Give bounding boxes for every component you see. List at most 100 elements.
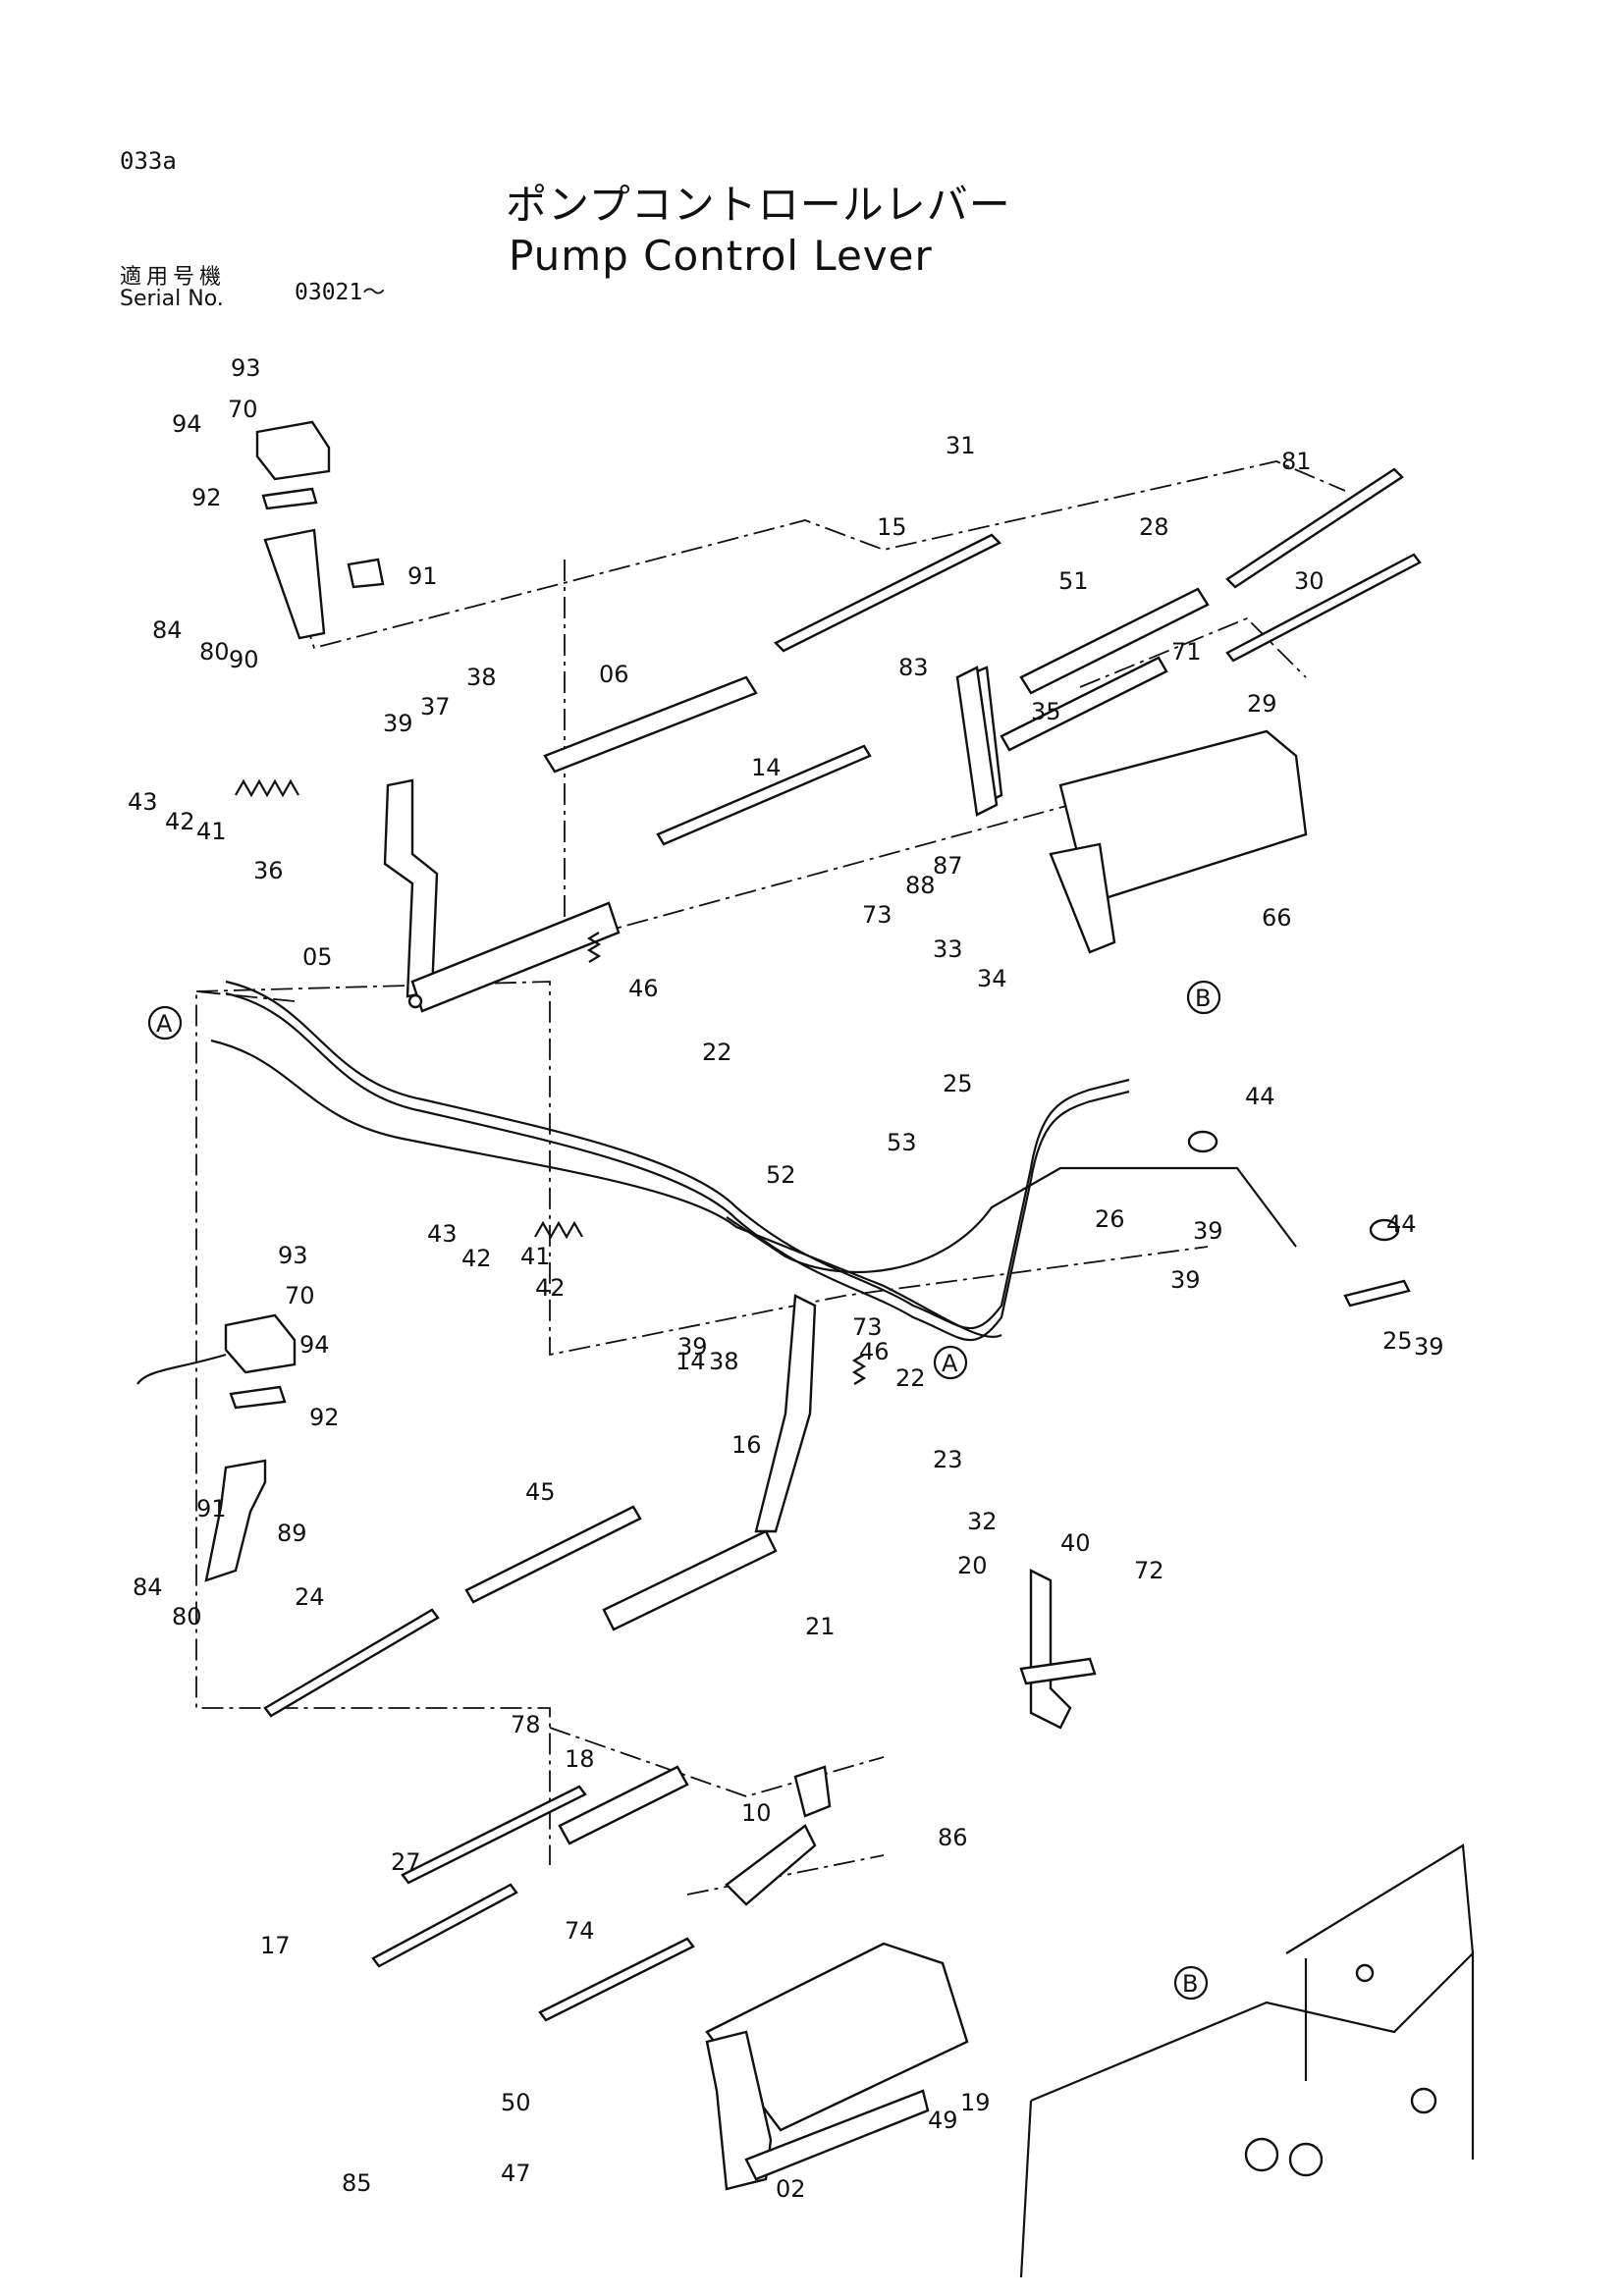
part-label: 89: [277, 1520, 307, 1547]
part-label: 38: [709, 1348, 739, 1375]
part-label: 93: [278, 1242, 308, 1269]
part-label: 39: [1414, 1333, 1444, 1361]
serial-label-japanese: 適用号機: [120, 265, 227, 290]
part-label: 86: [938, 1824, 968, 1851]
part-label: 81: [1281, 448, 1312, 475]
part-label: 29: [1247, 690, 1277, 718]
part-label: 26: [1095, 1205, 1125, 1233]
part-label: 32: [967, 1508, 998, 1535]
part-label: 31: [946, 432, 976, 459]
part-label: 18: [565, 1745, 595, 1773]
part-label: 80: [199, 638, 230, 666]
part-label: 21: [805, 1613, 836, 1640]
part-label: 39: [383, 710, 413, 737]
part-label: 22: [702, 1039, 732, 1066]
part-label: 35: [1031, 698, 1061, 725]
part-label: 24: [295, 1583, 325, 1611]
title-japanese: ポンプコントロールレバー: [506, 181, 1011, 229]
part-labels: 93 70 94 92 91 84 80 90 31 15 28 51 81 3…: [128, 354, 1444, 2203]
part-label: 33: [933, 935, 963, 963]
part-label: 39: [1170, 1266, 1201, 1294]
part-label: 42: [535, 1274, 566, 1302]
lever-40: [955, 666, 1097, 1730]
part-label: 38: [466, 664, 497, 691]
part-label: 05: [302, 943, 333, 971]
title-english: Pump Control Lever: [509, 232, 933, 280]
part-label: 43: [128, 788, 158, 816]
part-label: 87: [933, 852, 963, 880]
part-label: 22: [895, 1364, 926, 1392]
part-label: 25: [1382, 1327, 1413, 1355]
part-label: 34: [977, 965, 1007, 992]
serial-label-english: Serial No.: [120, 287, 224, 311]
part-label: 44: [1386, 1210, 1417, 1238]
springs: [235, 778, 867, 1385]
part-label: 17: [260, 1932, 291, 1959]
part-label: 46: [859, 1338, 890, 1365]
part-label: 51: [1058, 567, 1089, 595]
part-label: 36: [253, 857, 284, 884]
part-label: 28: [1139, 513, 1169, 541]
part-label: 46: [628, 975, 659, 1002]
pump-valve-body: [1019, 1843, 1475, 2278]
callout-b-circle: [1186, 980, 1221, 1015]
cable-ends-44: [1187, 1130, 1411, 1308]
part-label: 42: [461, 1245, 492, 1272]
switch-94-lower: [136, 1313, 297, 1582]
part-label: 30: [1294, 567, 1325, 595]
part-label: 52: [766, 1161, 796, 1189]
part-label: 14: [676, 1348, 706, 1375]
part-label: 41: [196, 818, 227, 845]
part-label: 70: [228, 396, 258, 423]
frame-66: [960, 666, 1308, 954]
part-label: 40: [1060, 1529, 1091, 1557]
part-label: 10: [741, 1799, 772, 1827]
upper-shafts: [543, 467, 1422, 846]
callout-a-label: A: [156, 1010, 173, 1038]
part-label: 50: [501, 2089, 531, 2116]
part-label: 92: [191, 484, 222, 511]
callout-circles: A A B B: [147, 980, 1221, 2001]
part-label: 15: [877, 513, 907, 541]
part-label: 93: [231, 354, 261, 382]
part-label: 74: [565, 1917, 595, 1945]
part-label: 42: [165, 808, 195, 835]
part-label: 90: [229, 646, 259, 673]
part-label: 66: [1262, 904, 1292, 932]
part-label: 41: [520, 1243, 551, 1270]
part-label: 73: [852, 1313, 883, 1341]
callout-b-circle-lower: [1173, 1965, 1209, 2001]
part-label: 39: [677, 1333, 708, 1361]
callout-b-label-lower: B: [1182, 1970, 1198, 1998]
callout-a-label-lower: A: [942, 1350, 958, 1377]
part-label: 84: [133, 1574, 163, 1601]
part-label: 88: [905, 872, 936, 899]
part-label: 85: [342, 2169, 372, 2197]
callout-a-circle: [147, 1005, 183, 1041]
part-label: 45: [525, 1478, 556, 1506]
part-label: 53: [887, 1129, 917, 1156]
part-label: 25: [943, 1070, 973, 1097]
part-label: 92: [309, 1404, 340, 1431]
part-label: 70: [285, 1282, 315, 1309]
part-label: 47: [501, 2160, 531, 2187]
callout-b-label: B: [1195, 985, 1211, 1012]
part-label: 94: [172, 410, 202, 438]
part-label: 43: [427, 1220, 458, 1248]
part-label: 19: [960, 2089, 991, 2116]
part-label: 37: [420, 693, 451, 721]
part-label: 49: [928, 2107, 958, 2134]
lower-shafts: [263, 1505, 832, 2022]
serial-value: 03021～: [295, 280, 386, 305]
part-label: 27: [391, 1848, 421, 1876]
part-label: 73: [862, 901, 893, 929]
part-label: 23: [933, 1446, 963, 1473]
part-label: 80: [172, 1603, 202, 1630]
bracket-16: [602, 1294, 817, 1631]
part-label: 44: [1245, 1083, 1275, 1110]
part-label: 84: [152, 616, 183, 644]
part-label: 71: [1171, 638, 1202, 666]
part-label: 06: [599, 661, 629, 688]
part-label: 94: [299, 1331, 330, 1359]
